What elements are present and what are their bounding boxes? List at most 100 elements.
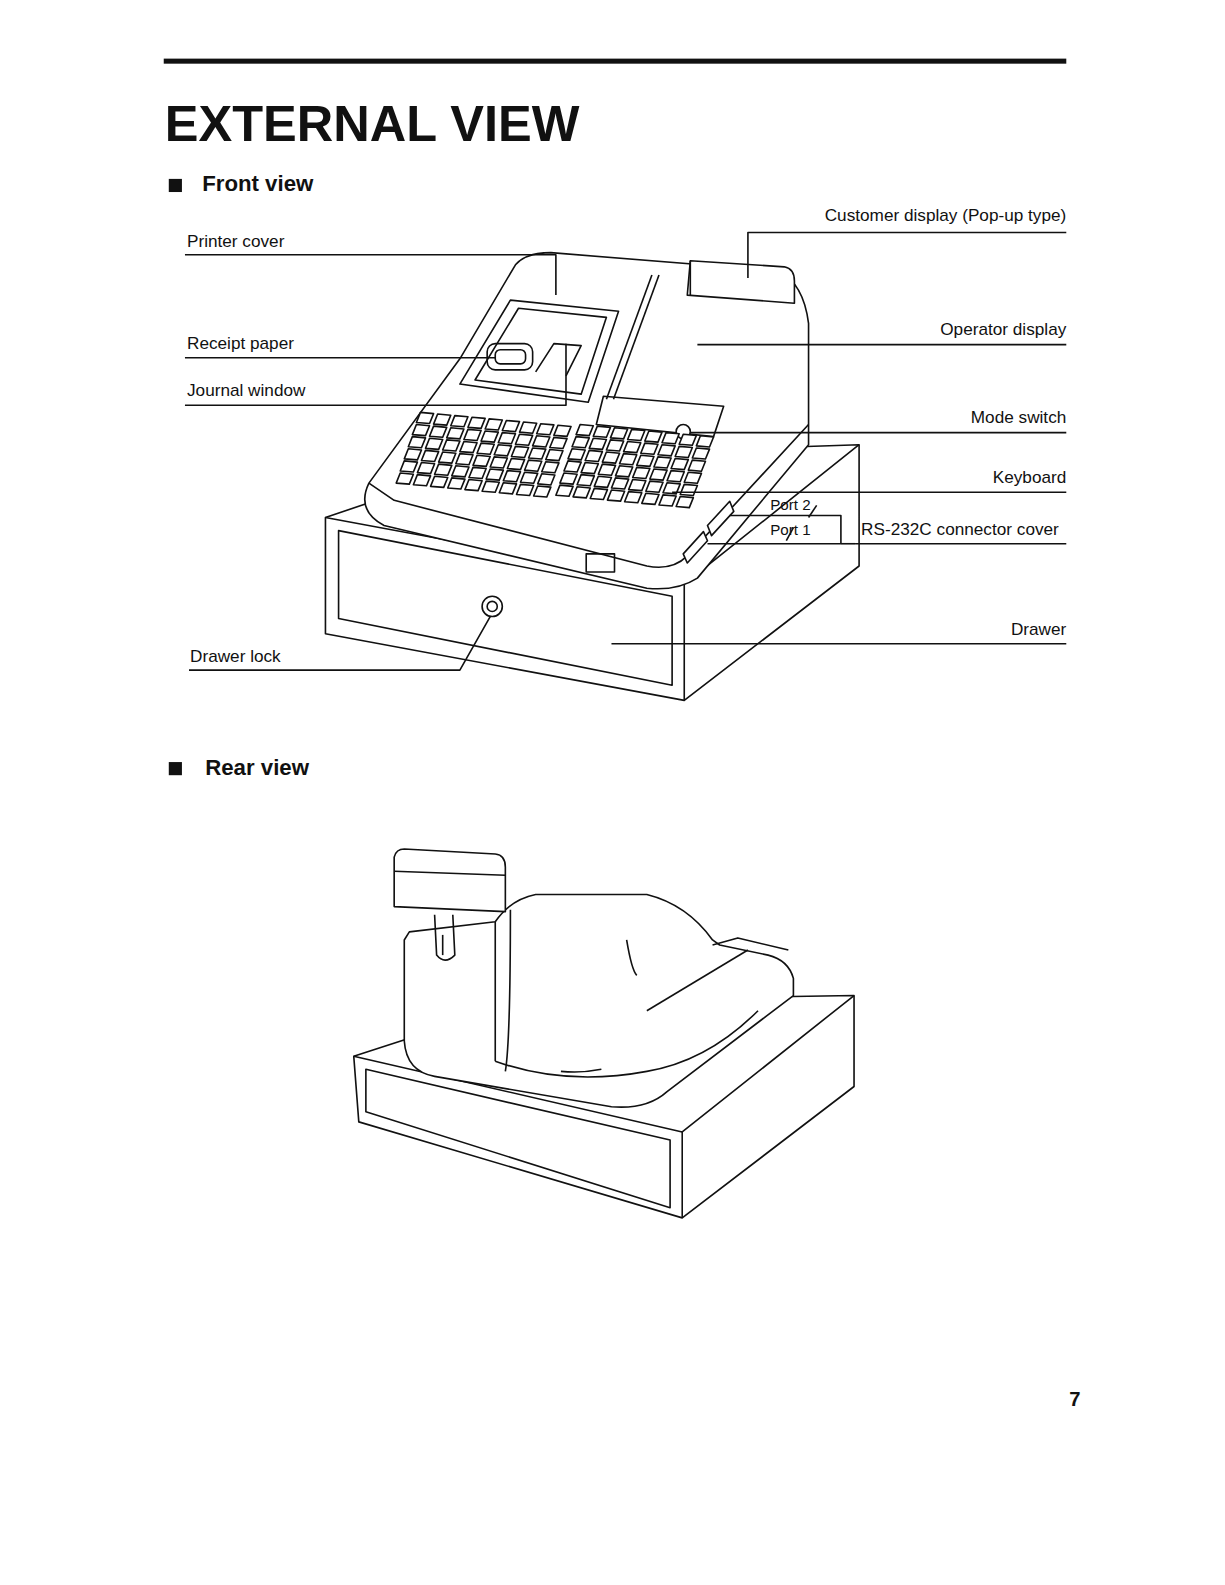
port-label: Port 1: [770, 522, 810, 539]
key: [554, 425, 571, 436]
key: [650, 469, 667, 480]
key: [610, 428, 627, 439]
part-label: Customer display (Pop-up type): [825, 207, 1067, 226]
key: [624, 441, 641, 452]
key: [503, 471, 520, 482]
key: [667, 471, 684, 482]
key: [611, 478, 628, 489]
key: [525, 460, 542, 471]
key: [498, 433, 515, 444]
key: [633, 467, 650, 478]
key: [675, 446, 692, 457]
key: [448, 478, 465, 489]
key: [473, 455, 490, 466]
key: [404, 449, 421, 460]
key: [460, 441, 477, 452]
key: [538, 474, 555, 485]
key: [533, 436, 550, 447]
key: [408, 437, 425, 448]
key: [542, 462, 559, 473]
key: [696, 436, 713, 447]
key: [598, 464, 615, 475]
part-label: Operator display: [940, 320, 1066, 339]
key: [606, 440, 623, 451]
part-label: Journal window: [187, 382, 305, 401]
key: [581, 462, 598, 473]
key: [616, 466, 633, 477]
key: [568, 449, 585, 460]
key: [573, 487, 590, 498]
part-label: Drawer: [1011, 621, 1066, 640]
key: [452, 466, 469, 477]
key: [564, 461, 581, 472]
key: [502, 420, 519, 431]
port-label: Port 2: [770, 497, 810, 514]
key: [447, 428, 464, 439]
key: [688, 460, 705, 471]
key: [594, 476, 611, 487]
key: [659, 495, 676, 506]
key: [629, 479, 646, 490]
part-label: Receipt paper: [187, 335, 294, 354]
key: [628, 429, 645, 440]
key: [589, 438, 606, 449]
part-label: RS-232C connector cover: [861, 521, 1059, 540]
key: [465, 479, 482, 490]
key: [560, 473, 577, 484]
key: [417, 462, 434, 473]
key: [439, 452, 456, 463]
key: [469, 467, 486, 478]
key: [529, 448, 546, 459]
key: [671, 458, 688, 469]
key: [641, 443, 658, 454]
key: [519, 422, 536, 433]
page-title: EXTERNAL VIEW: [165, 97, 580, 153]
key: [645, 431, 662, 442]
key: [637, 455, 654, 466]
key: [692, 448, 709, 459]
key: [515, 434, 532, 445]
key: [516, 484, 533, 495]
key: [413, 475, 430, 486]
key: [550, 437, 567, 448]
key: [534, 486, 551, 497]
part-label: Drawer lock: [190, 648, 281, 667]
key: [421, 450, 438, 461]
key: [625, 492, 642, 503]
key: [556, 485, 573, 496]
key: [662, 433, 679, 444]
page-number: 7: [1069, 1388, 1080, 1410]
key: [590, 488, 607, 499]
key: [477, 443, 494, 454]
key: [593, 426, 610, 437]
key: [607, 490, 624, 501]
key: [676, 496, 693, 507]
key: [430, 426, 447, 437]
part-label: Mode switch: [971, 409, 1066, 428]
key: [481, 431, 498, 442]
part-label: Keyboard: [993, 469, 1067, 488]
key: [620, 454, 637, 465]
key: [602, 452, 619, 463]
key: [416, 412, 433, 423]
key: [585, 450, 602, 461]
part-label: Printer cover: [187, 232, 284, 251]
key: [490, 457, 507, 468]
key: [464, 429, 481, 440]
key: [494, 445, 511, 456]
key: [412, 424, 429, 435]
key: [546, 450, 563, 461]
key: [468, 417, 485, 428]
key: [537, 424, 554, 435]
section-heading: Front view: [202, 172, 313, 196]
key: [684, 472, 701, 483]
key: [451, 416, 468, 427]
section-heading: Rear view: [205, 756, 309, 780]
key: [396, 473, 413, 484]
key: [499, 483, 516, 494]
key: [456, 454, 473, 465]
key: [486, 469, 503, 480]
key: [658, 445, 675, 456]
key: [679, 434, 696, 445]
